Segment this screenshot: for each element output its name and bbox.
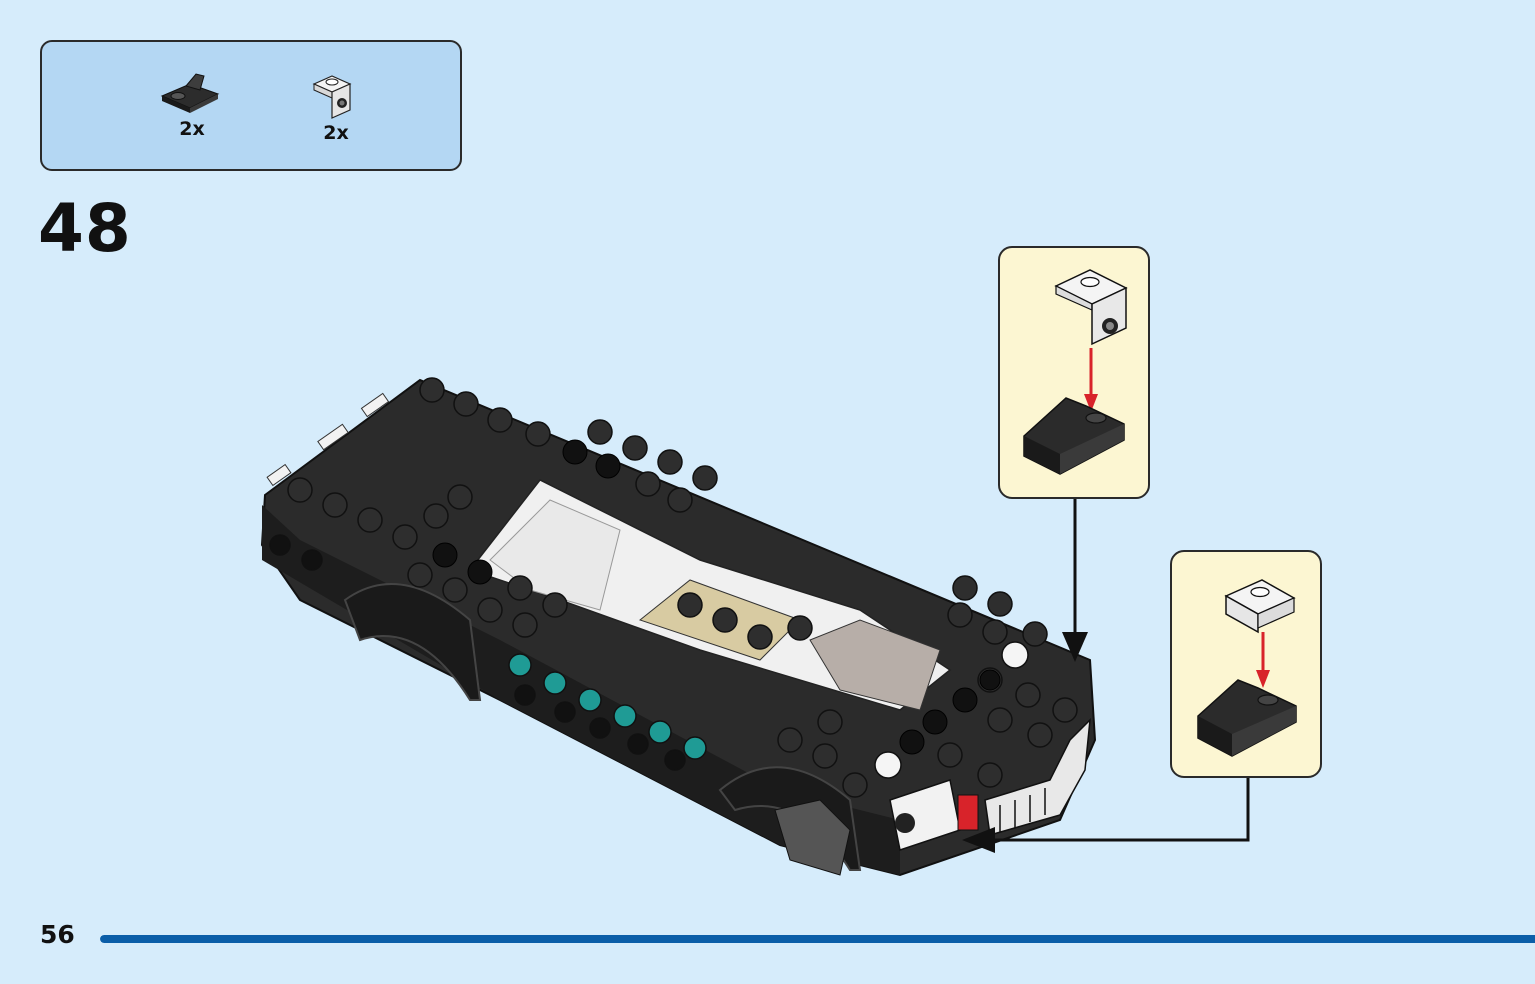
parts-list-item: 2x [296, 70, 376, 144]
step-number: 48 [38, 190, 132, 267]
part-quantity: 2x [179, 118, 205, 140]
progress-bar-fill [100, 935, 1535, 943]
callout-box [998, 246, 1150, 499]
assembly-callout-illustration [1197, 579, 1297, 757]
white-bracket-icon [312, 75, 352, 119]
page-number: 56 [40, 920, 75, 949]
assembly-callout-illustration [1023, 269, 1128, 475]
progress-bar [100, 935, 1535, 943]
callout-box [1170, 550, 1322, 778]
black-slope-bracket-icon [160, 73, 220, 113]
parts-list-item: 2x [152, 70, 232, 140]
part-quantity: 2x [323, 122, 349, 144]
parts-list-box: 2x 2x [40, 40, 462, 171]
